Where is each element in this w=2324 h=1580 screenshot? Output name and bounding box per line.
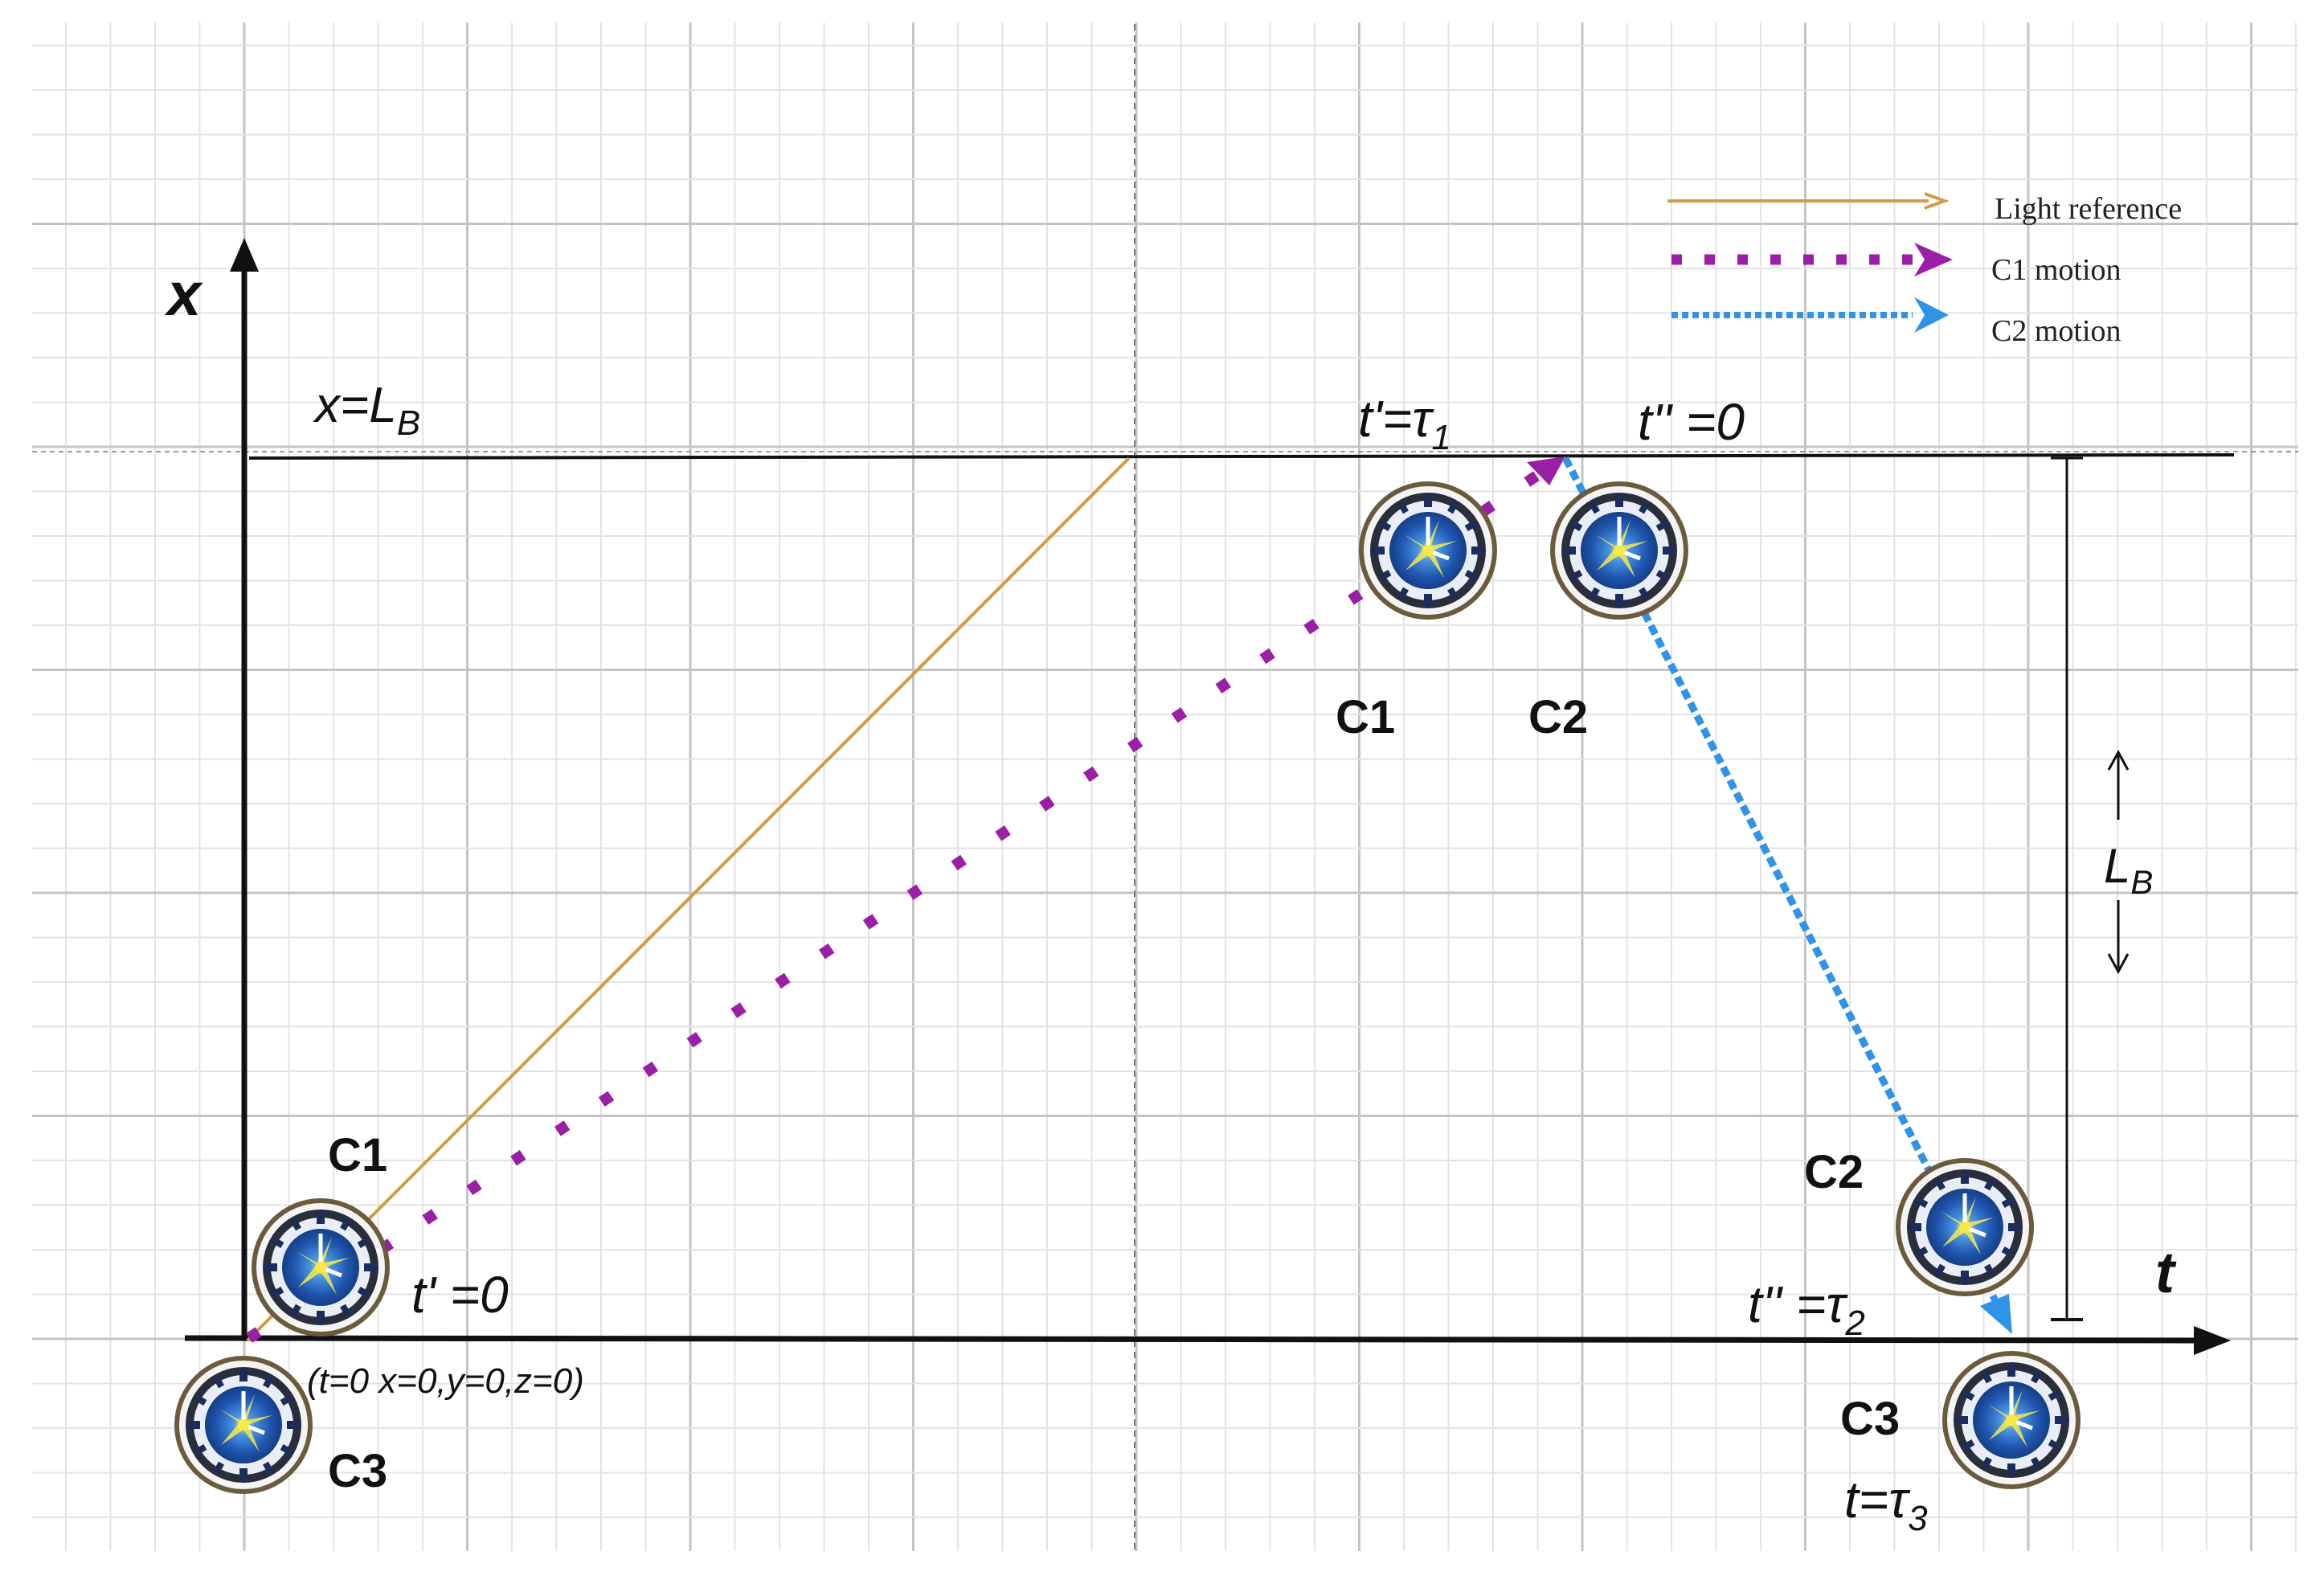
clock-c2-bottom-label: C2 (1804, 1146, 1864, 1198)
clock-c2-top-label: C2 (1528, 691, 1588, 743)
light-reference-line (246, 456, 1131, 1342)
t-prime-zero-label: t' =0 (411, 1266, 509, 1324)
clock-c1-start-label: C1 (328, 1129, 387, 1181)
x-axis-label: x (164, 260, 203, 329)
t-axis-label: t (2155, 1241, 2177, 1305)
c1-motion-path (246, 461, 1554, 1343)
t-tau3-label: t=τ3 (1844, 1471, 1928, 1538)
top-line-label: x=LB (313, 378, 420, 443)
clock-c3-end-label: C3 (1840, 1393, 1900, 1445)
x-axis-arrowhead (230, 238, 259, 272)
c2-motion-arrowhead (1980, 1294, 2012, 1334)
clock-c2-bottom-icon (1896, 1158, 2034, 1296)
t-axis-arrowhead (2194, 1326, 2231, 1355)
clock-c1-start-icon (252, 1198, 390, 1336)
t-prime-tau1-label: t'=τ1 (1358, 390, 1451, 457)
boundary-line-xLB (248, 453, 2235, 460)
c1-motion-arrowhead (1527, 456, 1565, 485)
background-grid (32, 23, 2298, 1551)
legend-c2-label: C2 motion (1991, 314, 2121, 348)
clock-c3-origin-icon (174, 1356, 313, 1494)
clock-c3-origin-label: C3 (328, 1445, 387, 1497)
clock-c2-top-icon (1550, 481, 1688, 620)
lb-down-arrow (2107, 900, 2130, 975)
legend: Light reference C1 motion C2 motion (1667, 192, 2182, 348)
distance-label: LB (2104, 839, 2153, 901)
origin-coords-label: (t=0 x=0,y=0,z=0) (307, 1361, 584, 1401)
t-double-prime-tau2-label: t'' =τ2 (1748, 1275, 1865, 1343)
legend-c1-arrowhead (1914, 243, 1953, 276)
clock-c3-end-icon (1942, 1351, 2081, 1489)
legend-light-label: Light reference (1995, 192, 2182, 226)
clock-c1-top-label: C1 (1336, 691, 1395, 743)
legend-c2-arrowhead (1914, 297, 1949, 333)
clock-c1-top-icon (1359, 481, 1497, 620)
t-double-prime-zero-label: t'' =0 (1638, 393, 1745, 451)
legend-c1-label: C1 motion (1991, 253, 2121, 287)
lb-up-arrow (2107, 749, 2130, 820)
legend-light-arrowhead (1924, 192, 1950, 210)
t-axis-horizontal (184, 1335, 2207, 1344)
